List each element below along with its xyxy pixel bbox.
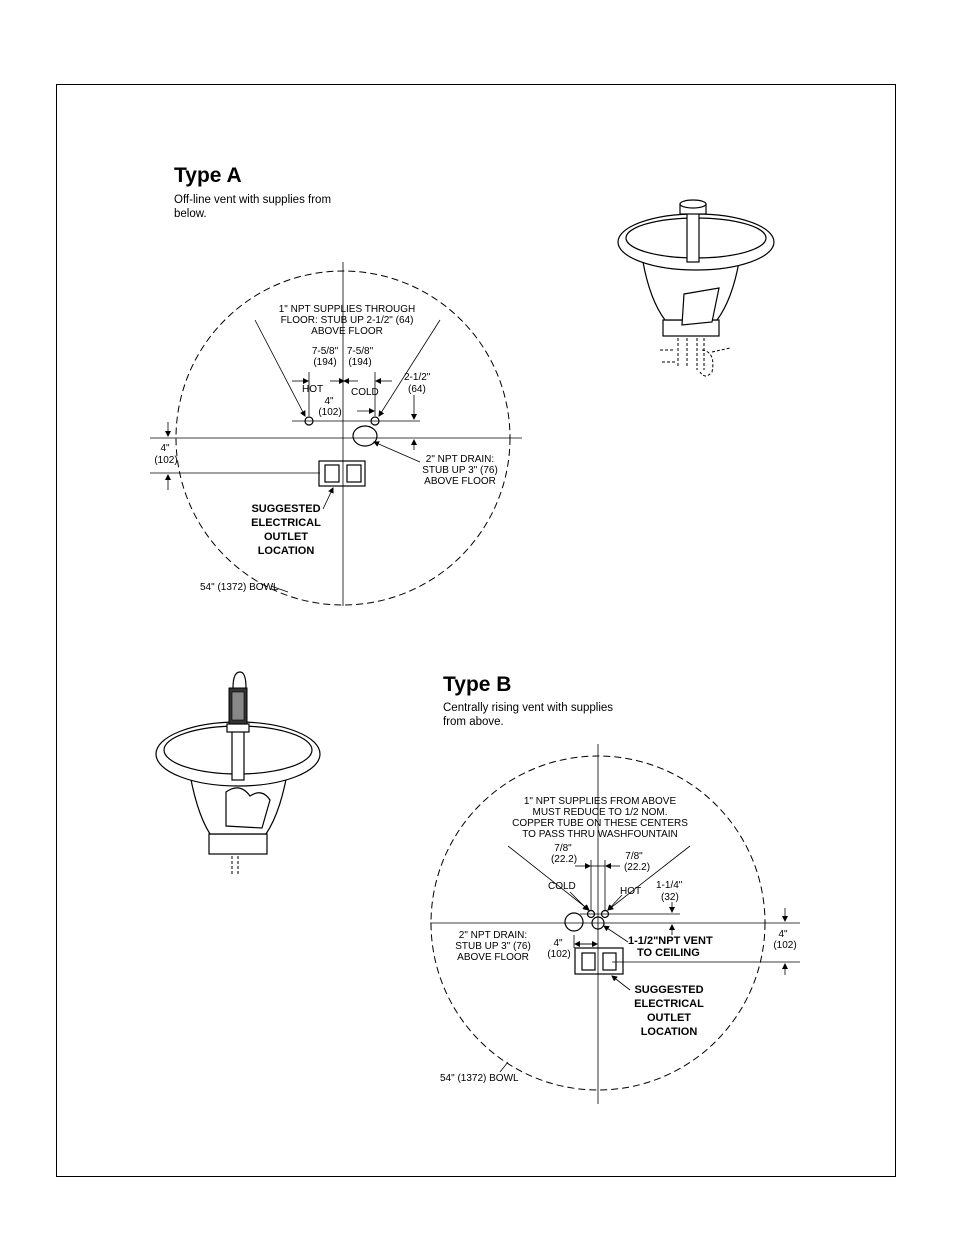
type-b-vent-label-1: 1-1/2"NPT VENT xyxy=(628,935,713,947)
type-b-dim-center-2: (102) xyxy=(547,949,570,960)
type-a-hot-supply xyxy=(304,416,314,426)
type-a-outlet-box xyxy=(318,460,366,487)
type-b-drain-label-3: ABOVE FLOOR xyxy=(457,952,529,963)
type-b-leader-hot xyxy=(607,845,691,911)
type-a-caption-line2: below. xyxy=(174,208,207,220)
type-a-outlet-left xyxy=(324,464,340,483)
type-a-outlet-right xyxy=(346,464,362,483)
type-b-supplies-label-3: COPPER TUBE ON THESE CENTERS xyxy=(512,818,688,829)
type-a-drain-label-2: STUB UP 3" (76) xyxy=(422,465,498,476)
type-a-outlet-label-2: ELECTRICAL xyxy=(251,517,321,529)
type-b-outlet-label-1: SUGGESTED xyxy=(634,984,703,996)
type-b-dim-offset-2: (102) xyxy=(773,940,796,951)
type-b-cold-supply xyxy=(586,909,596,919)
type-b-dim-offset-1: 4" xyxy=(778,929,788,940)
type-a-caption-line1: Off-line vent with supplies from xyxy=(174,194,332,206)
type-b-dim-stub-2: (32) xyxy=(661,892,679,903)
type-b-caption-line1: Centrally rising vent with supplies xyxy=(443,702,614,714)
type-b-supplies-label-4: TO PASS THRU WASHFOUNTAIN xyxy=(522,829,678,840)
type-b-drain-label-2: STUB UP 3" (76) xyxy=(455,941,531,952)
type-a-dim-stub-2: (64) xyxy=(408,384,426,395)
type-a-bowl-label: 54" (1372) BOWL xyxy=(200,582,279,593)
type-b-fixture-illustration xyxy=(155,671,321,874)
type-b-dim-stub-1: 1-1/4" xyxy=(656,880,683,891)
type-b-caption: Centrally rising vent with supplies from… xyxy=(443,701,643,729)
type-a-drain-label-1: 2" NPT DRAIN: xyxy=(426,454,494,465)
type-b-outlet-box xyxy=(574,947,624,975)
type-a-plan-diagram: 1" NPT SUPPLIES THROUGH FLOOR: STUB UP 2… xyxy=(150,262,522,606)
type-b-dim-left-1: 7/8" xyxy=(554,843,572,854)
type-b-cold-label: COLD xyxy=(548,881,576,892)
page-frame xyxy=(56,84,896,1177)
type-a-dim-center-2: (102) xyxy=(318,407,341,418)
type-a-drain xyxy=(352,425,378,447)
type-a-dim-right-1: 7-5/8" xyxy=(347,346,374,357)
type-a-dim-stub-1: 2-1/2" xyxy=(404,372,431,383)
type-a-outlet-label-4: LOCATION xyxy=(258,545,315,557)
type-b-dim-right-1: 7/8" xyxy=(625,851,643,862)
type-a-dim-left-2: (194) xyxy=(313,357,336,368)
type-a-cold-label: COLD xyxy=(351,387,379,398)
type-b-outlet-left xyxy=(581,952,596,971)
type-b-outlet-label-2: ELECTRICAL xyxy=(634,998,704,1010)
type-b-outlet-label-4: LOCATION xyxy=(641,1026,698,1038)
type-b-outlet-label-3: OUTLET xyxy=(647,1012,691,1024)
type-a-supplies-label-2: FLOOR: STUB UP 2-1/2" (64) xyxy=(281,315,414,326)
type-a-cold-supply xyxy=(370,416,380,426)
type-a-leader-cold xyxy=(378,319,441,417)
type-b-leader-vent xyxy=(603,925,629,943)
type-b-drain-label-1: 2" NPT DRAIN: xyxy=(459,930,527,941)
type-b-dim-center-1: 4" xyxy=(553,938,563,949)
type-a-heading: Type A xyxy=(174,164,242,187)
type-b-vent-label-2: TO CEILING xyxy=(637,947,700,959)
type-b-bowl-label: 54" (1372) BOWL xyxy=(440,1073,519,1084)
type-a-leader-hot xyxy=(254,319,306,417)
type-a-caption: Off-line vent with supplies from below. xyxy=(174,193,374,221)
type-b-dim-left-2: (22.2) xyxy=(551,854,577,865)
type-b-hot-supply xyxy=(600,909,610,919)
type-b-supplies-label-1: 1" NPT SUPPLIES FROM ABOVE xyxy=(524,796,677,807)
type-a-dim-left-1: 7-5/8" xyxy=(312,346,339,357)
type-a-supplies-label-1: 1" NPT SUPPLIES THROUGH xyxy=(279,304,416,315)
type-a-leader-outlet xyxy=(322,487,334,510)
type-a-drain-label-3: ABOVE FLOOR xyxy=(424,476,496,487)
type-b-dim-right-2: (22.2) xyxy=(624,862,650,873)
type-a-dim-offset-2: (102) xyxy=(154,455,177,466)
type-b-outlet-right xyxy=(602,952,617,971)
type-a-outlet-label-1: SUGGESTED xyxy=(251,503,320,515)
type-b-vent xyxy=(591,916,605,930)
type-a-dim-offset-1: 4" xyxy=(160,443,170,454)
type-b-leader-outlet xyxy=(611,975,631,991)
type-a-fixture-illustration xyxy=(617,199,775,377)
type-a-leader-drain xyxy=(373,441,421,463)
type-b-caption-line2: from above. xyxy=(443,716,504,728)
type-b-drain xyxy=(564,912,584,932)
type-b-hot-label: HOT xyxy=(620,886,641,897)
type-a-outlet-label-3: OUTLET xyxy=(264,531,308,543)
type-a-supplies-label-3: ABOVE FLOOR xyxy=(311,326,383,337)
type-b-plan-diagram: 1" NPT SUPPLIES FROM ABOVE MUST REDUCE T… xyxy=(430,744,800,1104)
type-a-dim-right-2: (194) xyxy=(348,357,371,368)
type-b-heading: Type B xyxy=(443,673,512,696)
type-b-supplies-label-2: MUST REDUCE TO 1/2 NOM. xyxy=(532,807,667,818)
type-a-dim-center-1: 4" xyxy=(324,396,334,407)
type-b-leader-cold xyxy=(507,845,590,911)
type-a-hot-label: HOT xyxy=(302,384,323,395)
